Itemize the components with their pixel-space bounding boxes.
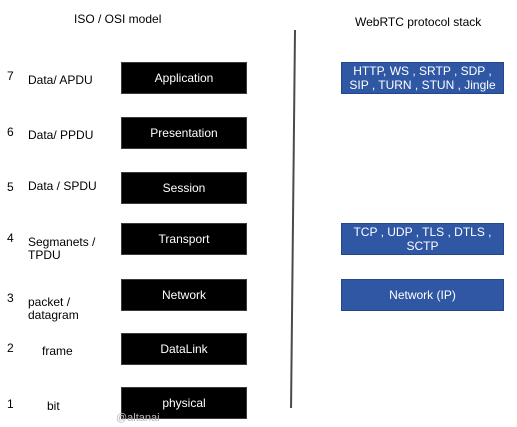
layer-network-box: Network bbox=[121, 279, 247, 311]
layer-presentation-label: Presentation bbox=[150, 126, 218, 140]
column-divider bbox=[290, 30, 296, 409]
layer-6-pdu: Data/ PPDU bbox=[28, 128, 94, 142]
layer-7-number: 7 bbox=[7, 69, 14, 83]
layer-1-number: 1 bbox=[7, 397, 14, 411]
layer-4-pdu: Segmanets / TPDU bbox=[28, 235, 96, 262]
layer-5-pdu: Data / SPDU bbox=[28, 179, 97, 193]
layer-session-box: Session bbox=[121, 172, 247, 204]
layer-4-number: 4 bbox=[7, 231, 14, 245]
webrtc-network-protocol-box: Network (IP) bbox=[341, 279, 504, 311]
author-watermark: @altanai bbox=[116, 412, 160, 424]
layer-7-pdu: Data/ APDU bbox=[28, 73, 93, 87]
osi-model-heading: ISO / OSI model bbox=[74, 12, 162, 26]
layer-transport-label: Transport bbox=[158, 232, 210, 246]
layer-datalink-label: DataLink bbox=[160, 342, 208, 356]
layer-5-number: 5 bbox=[7, 180, 14, 194]
webrtc-stack-heading: WebRTC protocol stack bbox=[355, 15, 482, 29]
layer-3-number: 3 bbox=[7, 291, 14, 305]
layer-session-label: Session bbox=[162, 181, 206, 195]
layer-3-pdu: packet / datagram bbox=[28, 295, 79, 322]
layer-presentation-box: Presentation bbox=[121, 117, 247, 149]
webrtc-transport-protocols-box: TCP , UDP , TLS , DTLS , SCTP bbox=[341, 223, 504, 255]
layer-physical-label: physical bbox=[162, 396, 206, 410]
layer-1-pdu: bit bbox=[47, 399, 60, 413]
layer-datalink-box: DataLink bbox=[121, 333, 247, 365]
layer-application-box: Application bbox=[121, 62, 247, 94]
layer-network-label: Network bbox=[161, 288, 206, 302]
webrtc-application-protocols: HTTP, WS , SRTP , SDP , SIP , TURN , STU… bbox=[349, 64, 496, 92]
layer-transport-box: Transport bbox=[121, 223, 247, 255]
webrtc-application-protocols-box: HTTP, WS , SRTP , SDP , SIP , TURN , STU… bbox=[341, 62, 504, 94]
layer-2-number: 2 bbox=[7, 341, 14, 355]
webrtc-transport-protocols: TCP , UDP , TLS , DTLS , SCTP bbox=[353, 225, 492, 253]
webrtc-network-protocol: Network (IP) bbox=[389, 288, 456, 302]
layer-2-pdu: frame bbox=[42, 344, 73, 358]
layer-application-label: Application bbox=[154, 71, 214, 85]
layer-physical-box: physical bbox=[121, 387, 247, 419]
layer-6-number: 6 bbox=[7, 125, 14, 139]
